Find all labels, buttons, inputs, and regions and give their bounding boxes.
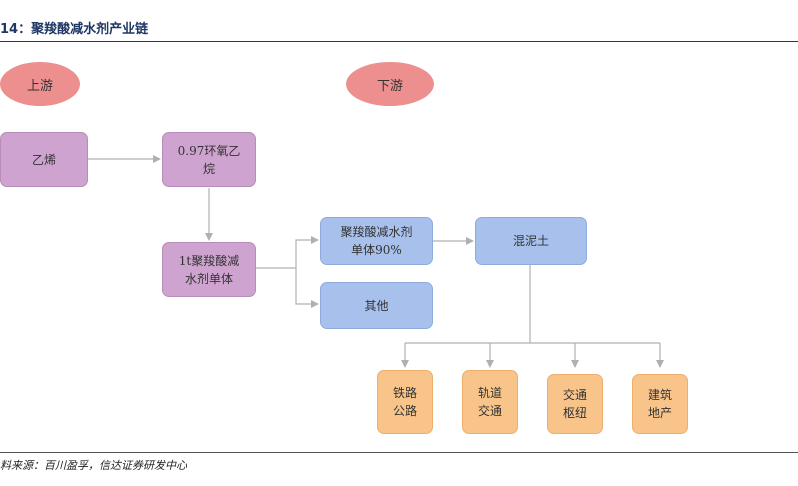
node-pce-90: 聚羧酸减水剂 单体90% bbox=[320, 217, 433, 265]
arrow-to-pce bbox=[295, 236, 319, 268]
node-pce-monomer: 1t聚羧酸减 水剂单体 bbox=[162, 242, 256, 297]
source-note: 料来源：百川盈孚，信达证券研发中心 bbox=[0, 459, 187, 472]
downstream-label: 下游 bbox=[346, 62, 434, 106]
node-ethylene-oxide: 0.97环氧乙 烷 bbox=[162, 132, 256, 187]
arrow-to-other bbox=[295, 268, 319, 308]
upstream-label: 上游 bbox=[0, 62, 80, 106]
figure-title: 14：聚羧酸减水剂产业链 bbox=[0, 22, 149, 37]
node-concrete: 混泥土 bbox=[475, 217, 587, 265]
node-ethylene: 乙烯 bbox=[0, 132, 88, 187]
source-rule bbox=[0, 452, 798, 453]
node-other: 其他 bbox=[320, 282, 433, 329]
node-transport-hub: 交通 枢纽 bbox=[547, 374, 603, 434]
node-railway-highway: 铁路 公路 bbox=[377, 370, 433, 434]
title-rule bbox=[0, 41, 798, 42]
node-real-estate: 建筑 地产 bbox=[632, 374, 688, 434]
node-rail-transit: 轨道 交通 bbox=[462, 370, 518, 434]
